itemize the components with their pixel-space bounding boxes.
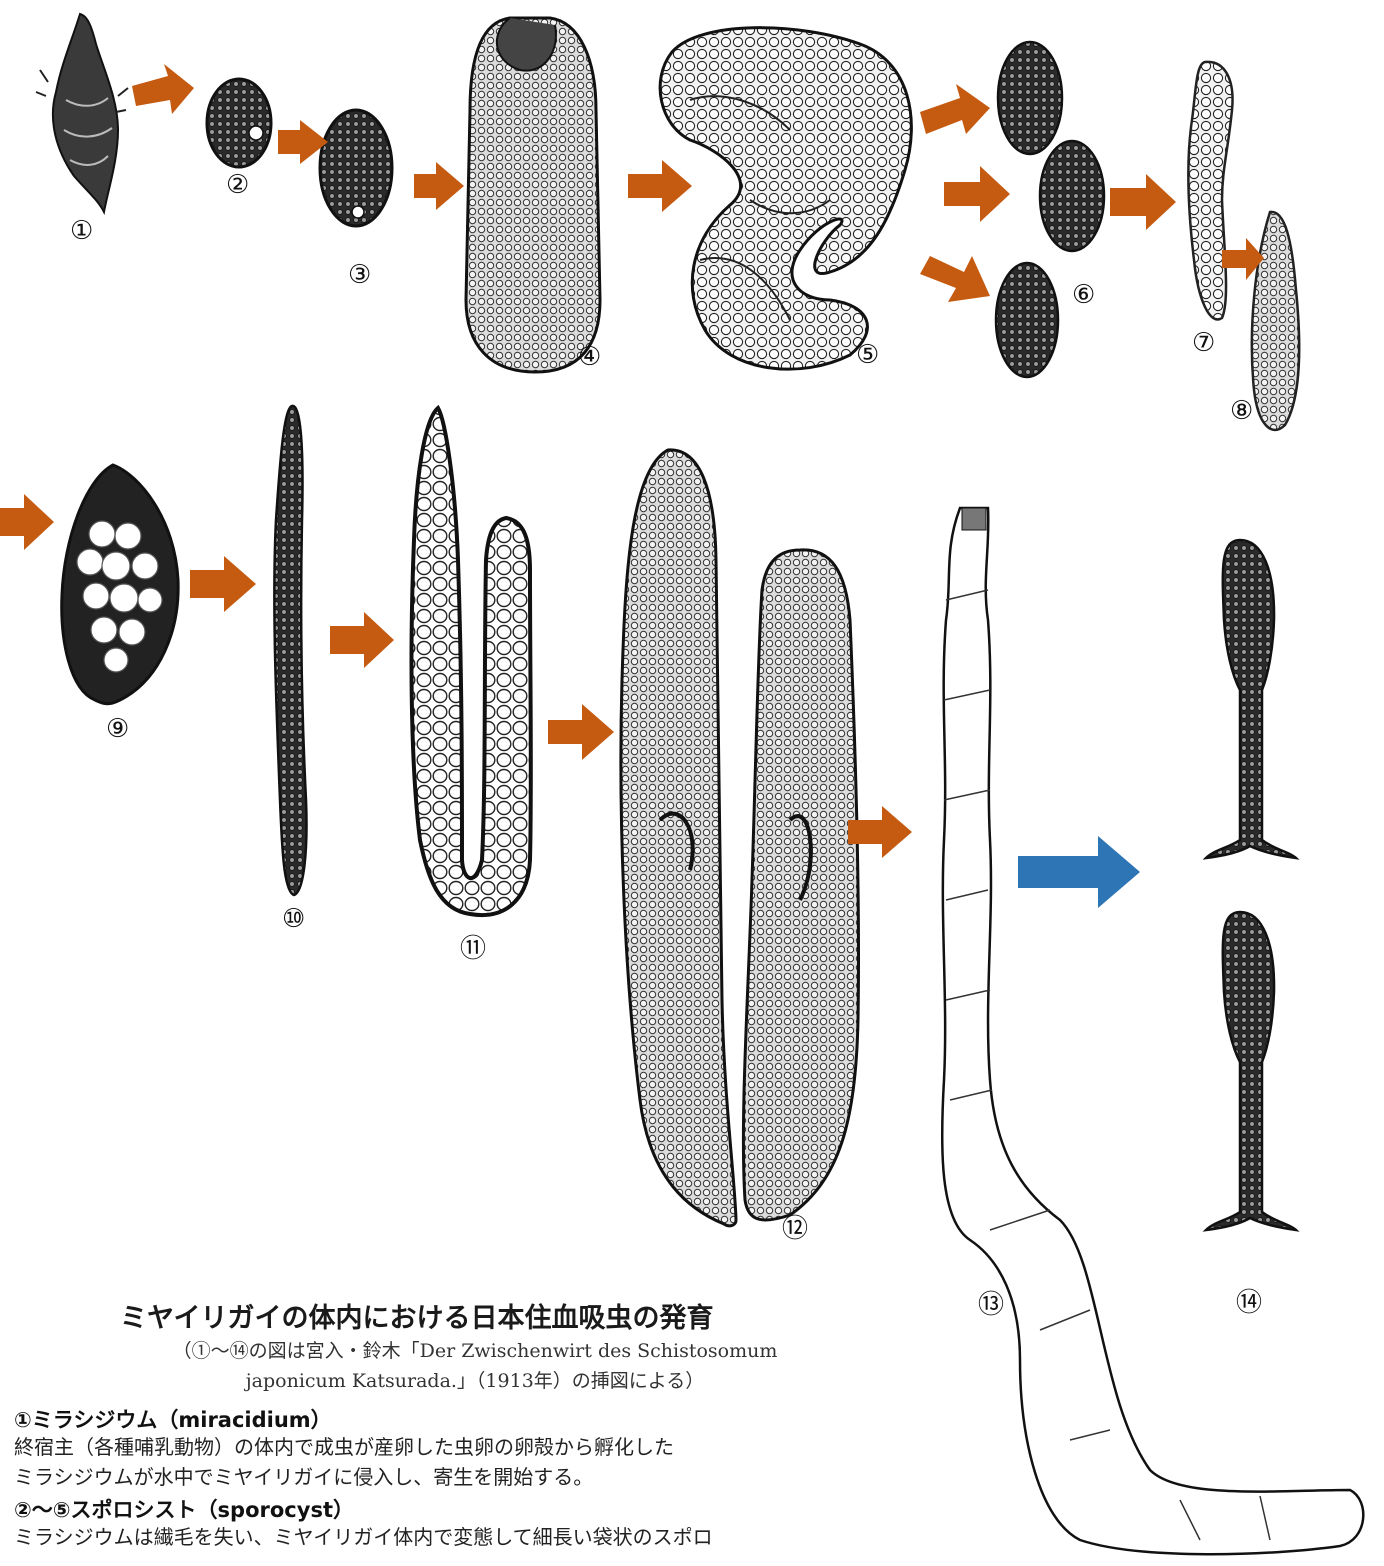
label-stage-14: ⑭ <box>1236 1290 1262 1316</box>
label-stage-8: ⑧ <box>1230 398 1253 424</box>
stage-4-sporocyst <box>466 18 600 372</box>
stage-5-sporocyst <box>660 28 911 369</box>
caption-note-line-2: japonicum Katsurada.」（1913年）の挿図による） <box>40 1366 910 1396</box>
stage-3-sporocyst <box>320 110 392 226</box>
stage-14-cercariae <box>1206 540 1296 1230</box>
caption-source-note: （①～⑭の図は宮入・鈴木「Der Zwischenwirt des Schist… <box>40 1336 910 1396</box>
arrow-1-2 <box>132 64 194 114</box>
arrow-10-11 <box>330 612 394 668</box>
stage-13-daughter-sporocyst <box>942 508 1363 1554</box>
arrow-5-6b <box>944 166 1010 222</box>
arrow-8-9 <box>0 494 54 550</box>
label-stage-13: ⑬ <box>978 1292 1004 1318</box>
label-stage-11: ⑪ <box>460 936 486 962</box>
label-stage-3: ③ <box>348 262 371 288</box>
section-2-body: ミラシジウムは繊毛を失い、ミヤイリガイ体内で変態して細長い袋状のスポロ <box>14 1522 934 1552</box>
section-2-title: ②～⑤スポロシスト（sporocyst） <box>14 1494 934 1524</box>
stage-10-daughter-sporocyst <box>274 406 306 895</box>
stage-6-sporocysts <box>996 42 1104 377</box>
section-1-line-2: ミラシジウムが水中でミヤイリガイに侵入し、寄生を開始する。 <box>14 1462 934 1492</box>
label-stage-6: ⑥ <box>1072 282 1095 308</box>
label-stage-4: ④ <box>578 344 601 370</box>
arrow-13-14 <box>1018 836 1140 908</box>
section-2-line-1: ミラシジウムは繊毛を失い、ミヤイリガイ体内で変態して細長い袋状のスポロ <box>14 1522 934 1552</box>
section-1-title: ①ミラシジウム（miracidium） <box>14 1404 934 1434</box>
label-stage-5: ⑤ <box>856 342 879 368</box>
label-stage-9: ⑨ <box>106 716 129 742</box>
caption-title: ミヤイリガイの体内における日本住血吸虫の発育 <box>120 1296 880 1335</box>
arrow-3-4 <box>414 162 464 210</box>
label-stage-10: ⑩ <box>282 906 305 932</box>
stage-7-daughter-sporocyst <box>1188 62 1232 320</box>
arrow-11-12 <box>548 704 614 760</box>
stage-1-miracidium <box>36 14 128 212</box>
label-stage-2: ② <box>226 172 249 198</box>
arrow-9-10 <box>190 556 256 612</box>
label-stage-12: ⑫ <box>782 1216 808 1242</box>
arrow-6-7 <box>1110 174 1176 230</box>
stage-8-daughter-sporocyst <box>1252 212 1299 430</box>
label-stage-7: ⑦ <box>1192 330 1215 356</box>
stage-11-daughter-sporocyst <box>412 408 531 915</box>
section-1-line-1: 終宿主（各種哺乳動物）の体内で成虫が産卵した虫卵の卵殻から孵化した <box>14 1432 934 1462</box>
caption-note-line-1: （①～⑭の図は宮入・鈴木「Der Zwischenwirt des Schist… <box>40 1336 910 1366</box>
stage-2-sporocyst <box>207 79 271 167</box>
label-stage-1: ① <box>70 218 93 244</box>
stage-9-daughter-sporocyst <box>62 465 178 704</box>
arrow-5-6a <box>920 84 990 134</box>
arrow-4-5 <box>628 160 692 212</box>
arrow-5-6c <box>920 256 990 302</box>
stage-12-daughter-sporocysts <box>621 450 859 1226</box>
section-1-body: 終宿主（各種哺乳動物）の体内で成虫が産卵した虫卵の卵殻から孵化した ミラシジウム… <box>14 1432 934 1492</box>
